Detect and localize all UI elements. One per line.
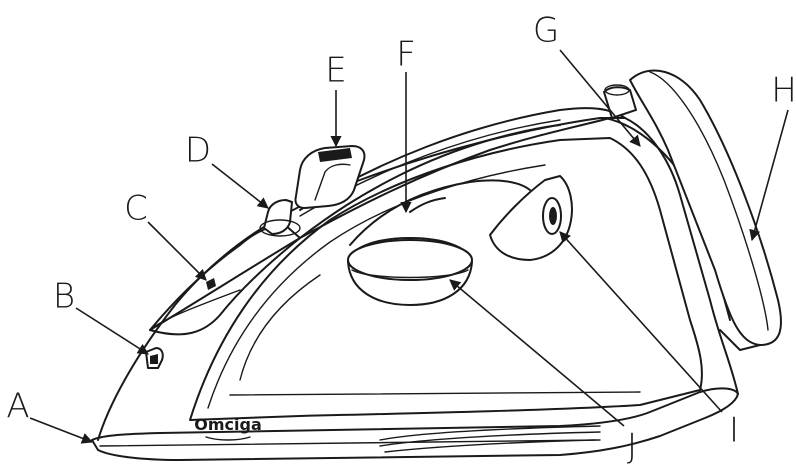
callout-e: E (325, 51, 346, 91)
heel-rest (630, 70, 781, 350)
callout-b: B (53, 277, 75, 317)
callout-g: G (533, 11, 559, 51)
leader-c (148, 222, 206, 280)
leader-a (30, 418, 92, 442)
callout-f: F (396, 35, 416, 75)
cord-guard (604, 87, 636, 118)
leader-b (76, 308, 148, 354)
leader-j (450, 280, 624, 426)
callout-j: J (627, 427, 637, 467)
leader-h (752, 110, 788, 240)
water-fill-cover (206, 278, 216, 290)
callout-h: H (771, 71, 796, 111)
temperature-dial (348, 238, 472, 305)
spray-button (264, 200, 292, 234)
self-clean-button (543, 198, 561, 234)
callout-i: I (729, 411, 739, 451)
callout-a: A (6, 387, 29, 427)
callout-c: C (124, 189, 148, 229)
brand-logo-text: Omciga (194, 415, 262, 434)
callout-d: D (185, 131, 211, 171)
water-tank (150, 225, 300, 334)
iron-illustration: Omciga (92, 70, 781, 460)
leader-d (212, 164, 268, 208)
